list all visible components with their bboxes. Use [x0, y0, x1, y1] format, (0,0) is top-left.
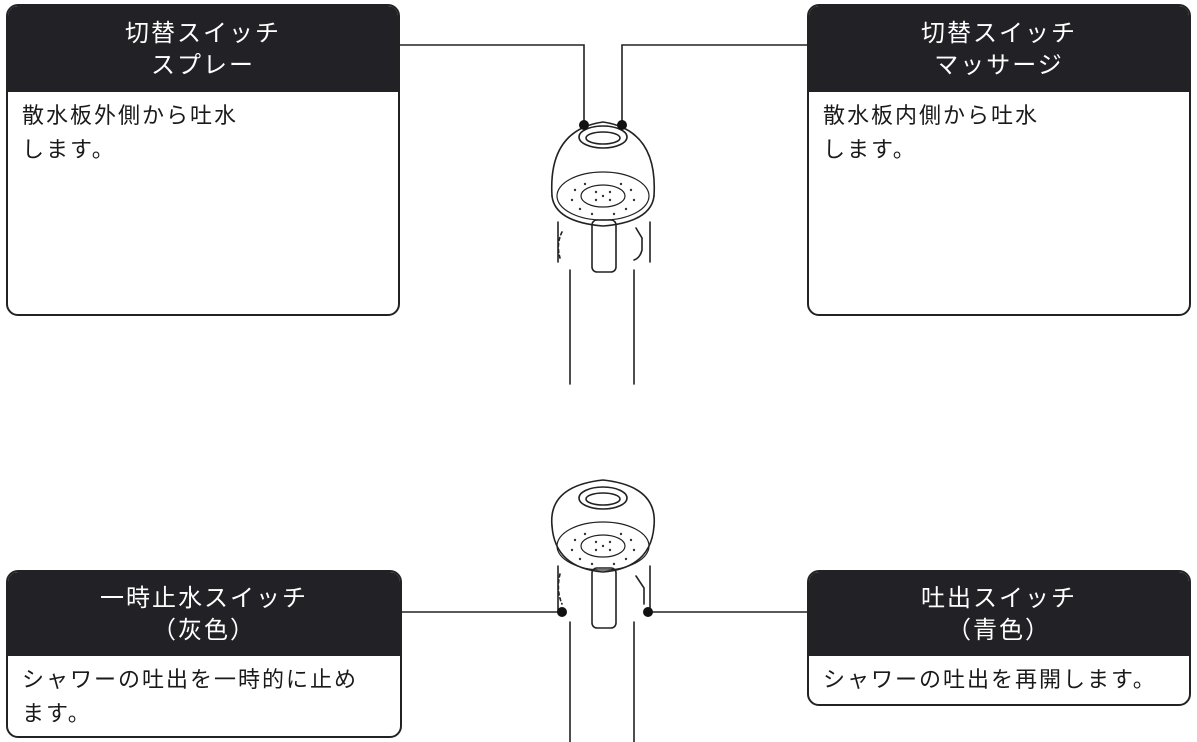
callout-pause: 一時止水スイッチ （灰色） シャワーの吐出を一時的に止め ます。 [6, 570, 402, 738]
shower-head-top [550, 121, 656, 385]
shower-head-bottom [550, 479, 656, 742]
leader-line-spray [397, 44, 585, 125]
callout-pause-description: シャワーの吐出を一時的に止め ます。 [22, 668, 359, 727]
callout-discharge-description: シャワーの吐出を再開します。 [823, 668, 1157, 693]
callout-massage-title: 切替スイッチ マッサージ [809, 6, 1189, 92]
callout-pause-title: 一時止水スイッチ （灰色） [8, 572, 400, 656]
callout-discharge-title: 吐出スイッチ （青色） [809, 572, 1189, 656]
callout-discharge: 吐出スイッチ （青色） シャワーの吐出を再開します。 [807, 570, 1191, 706]
spray-switch-pin [579, 120, 589, 130]
callout-spray-title: 切替スイッチ スプレー [8, 6, 398, 92]
callout-massage-description: 散水板内側から吐水 します。 [823, 104, 1040, 163]
leader-line-massage [621, 44, 811, 125]
pause-switch-pin [557, 607, 567, 617]
massage-switch-pin [617, 120, 627, 130]
callout-spray-description: 散水板外側から吐水 します。 [22, 104, 239, 163]
discharge-switch-pin [643, 607, 653, 617]
callout-spray: 切替スイッチ スプレー 散水板外側から吐水 します。 [6, 4, 400, 316]
callout-massage: 切替スイッチ マッサージ 散水板内側から吐水 します。 [807, 4, 1191, 316]
